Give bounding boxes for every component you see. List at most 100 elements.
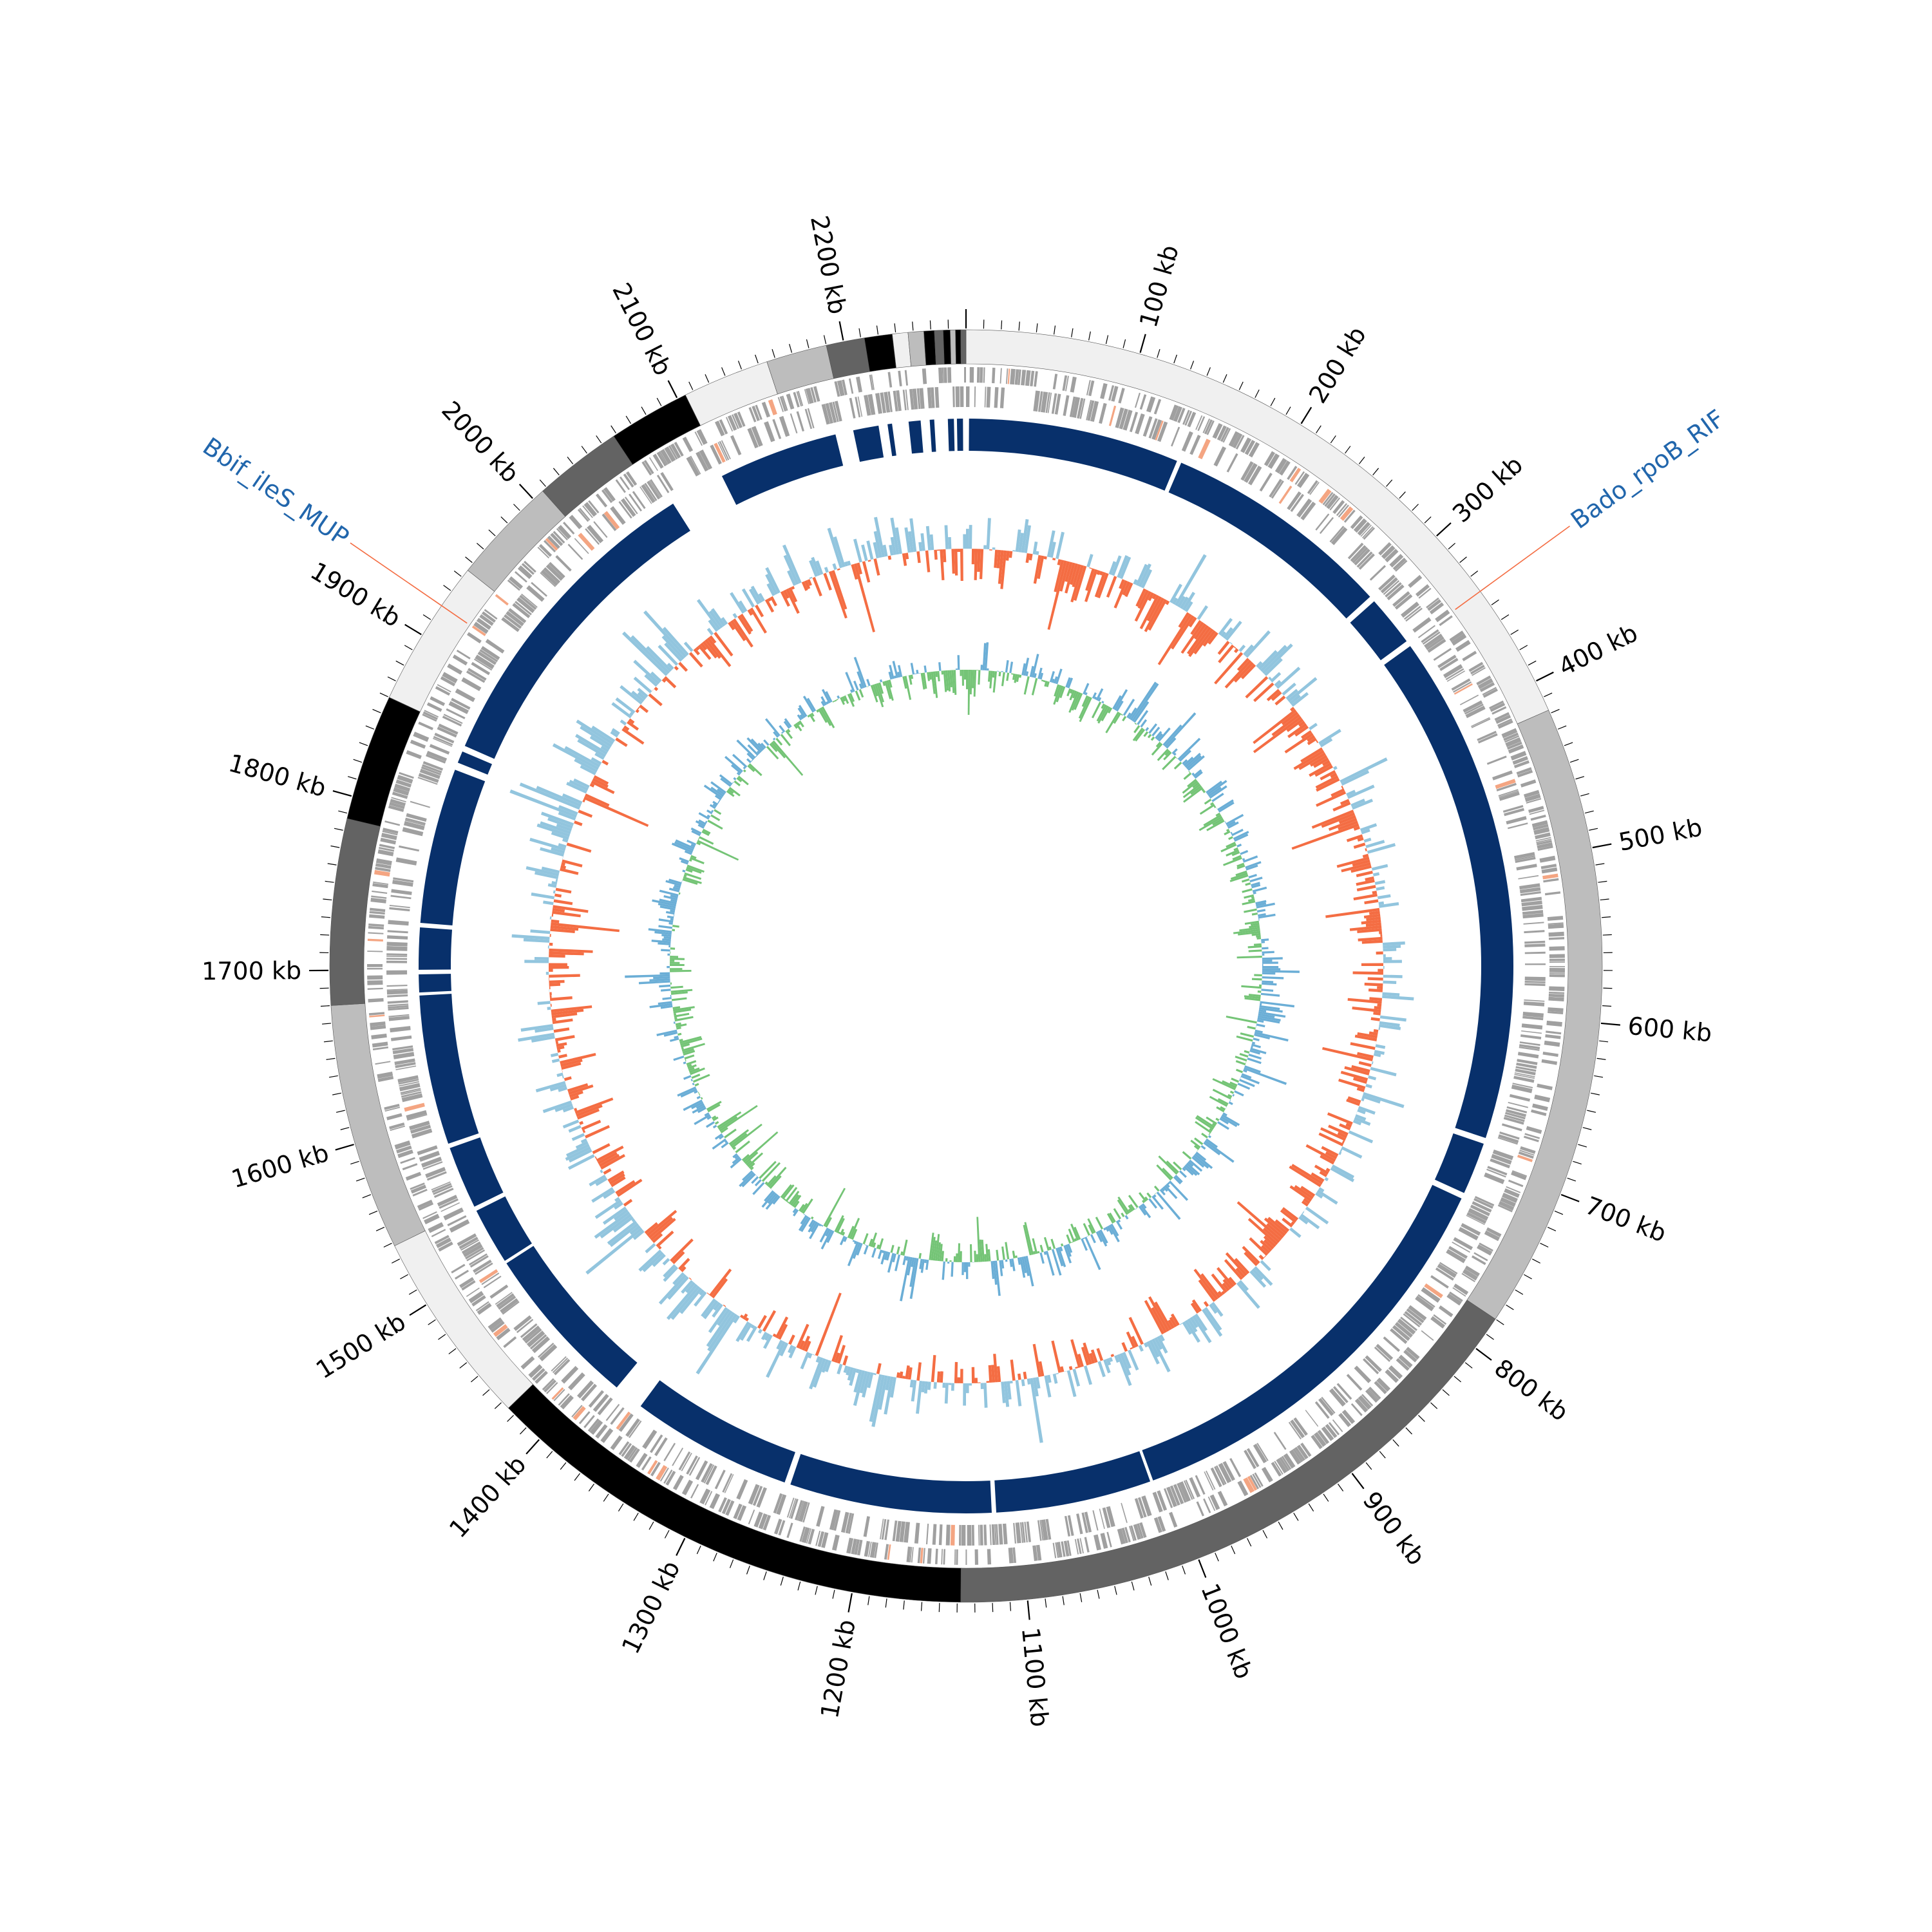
gene-feature bbox=[400, 1157, 415, 1164]
gc-content-bar bbox=[1346, 790, 1356, 797]
gc-content-bar bbox=[1096, 1348, 1104, 1361]
gene-feature bbox=[1267, 453, 1280, 469]
gene-feature bbox=[1474, 1196, 1495, 1207]
gc-skew-bar bbox=[1186, 755, 1202, 770]
gc-skew-bar bbox=[707, 819, 723, 830]
gc-skew-bar bbox=[649, 978, 670, 982]
gene-feature bbox=[465, 1247, 484, 1260]
gene-feature bbox=[1222, 1461, 1235, 1481]
gc-skew-bar bbox=[840, 1228, 844, 1235]
gc-skew-bar bbox=[902, 676, 907, 689]
gc-content-bar bbox=[542, 1100, 573, 1113]
gc-skew-bar bbox=[1067, 1244, 1073, 1253]
gc-content-bar bbox=[1318, 728, 1341, 745]
gc-skew-bar bbox=[1166, 1183, 1170, 1188]
gc-content-bar bbox=[1225, 1252, 1247, 1276]
gc-skew-bar bbox=[1074, 692, 1083, 710]
gc-skew-bar bbox=[717, 801, 719, 804]
gc-skew-bar bbox=[847, 1226, 855, 1238]
gc-content-bar bbox=[1349, 925, 1382, 931]
gc-content-bar bbox=[1305, 1206, 1329, 1225]
gene-feature bbox=[405, 1171, 422, 1181]
gc-content-bar bbox=[951, 1383, 954, 1391]
gene-feature bbox=[473, 1259, 492, 1273]
gene-feature bbox=[1517, 770, 1533, 778]
gc-content-bar bbox=[1374, 1050, 1385, 1055]
minor-tick bbox=[1418, 1415, 1425, 1422]
gene-feature bbox=[884, 1544, 889, 1560]
gc-skew-bar bbox=[1057, 1247, 1066, 1267]
gc-content-bar bbox=[637, 692, 647, 700]
gc-content-bar bbox=[1106, 576, 1117, 598]
gene-feature bbox=[869, 1542, 876, 1558]
gc-skew-bar bbox=[706, 1115, 712, 1120]
gc-skew-bar bbox=[1253, 943, 1262, 946]
gene-feature bbox=[1195, 415, 1203, 430]
gc-skew-bar bbox=[1051, 1249, 1062, 1276]
gc-content-bar bbox=[1311, 810, 1354, 829]
gc-skew-bar bbox=[710, 814, 721, 822]
gc-skew-bar bbox=[681, 880, 683, 883]
gc-skew-bar bbox=[670, 918, 674, 921]
gc-skew-bar bbox=[1236, 1035, 1253, 1042]
minor-tick bbox=[1293, 1512, 1299, 1521]
contig-segment-22 bbox=[955, 329, 961, 365]
gene-feature bbox=[1244, 462, 1258, 483]
gene-feature bbox=[1535, 832, 1551, 840]
gene-feature bbox=[555, 555, 572, 572]
gc-content-bar bbox=[907, 1367, 913, 1380]
gc-content-bar bbox=[1001, 1381, 1006, 1403]
gc-content-bar bbox=[730, 620, 746, 641]
gene-feature bbox=[992, 367, 996, 384]
gc-content-bar bbox=[1354, 1034, 1378, 1041]
gc-content-bar bbox=[1222, 1278, 1233, 1290]
gc-skew-bar bbox=[949, 1260, 952, 1262]
gene-feature bbox=[390, 1035, 412, 1041]
gc-skew-bar bbox=[797, 721, 800, 726]
gene-feature bbox=[1511, 1084, 1533, 1094]
gc-skew-bar bbox=[1251, 884, 1261, 889]
gene-feature bbox=[1387, 584, 1405, 601]
gc-content-bar bbox=[696, 1313, 738, 1375]
gc-skew-bar bbox=[1199, 804, 1215, 815]
gc-content-bar bbox=[1365, 840, 1385, 849]
gc-content-bar bbox=[1198, 1279, 1217, 1302]
gc-skew-bar bbox=[1262, 982, 1277, 986]
gc-skew-bar bbox=[1108, 707, 1113, 714]
gc-content-bar bbox=[616, 1179, 643, 1197]
contig-segment-20 bbox=[943, 329, 952, 365]
minor-tick bbox=[320, 934, 330, 936]
gene-feature bbox=[1406, 1308, 1425, 1323]
gc-skew-bar bbox=[1084, 1236, 1101, 1271]
gc-skew-bar bbox=[1242, 900, 1256, 905]
gc-skew-bar bbox=[1019, 674, 1022, 678]
gene-feature bbox=[587, 1418, 600, 1432]
gc-content-bar bbox=[551, 831, 569, 840]
gene-feature bbox=[503, 1336, 517, 1349]
gc-skew-bar bbox=[1240, 1032, 1255, 1038]
gene-feature bbox=[1350, 515, 1363, 529]
gc-content-bar bbox=[597, 1151, 618, 1165]
gc-content-bar bbox=[611, 1176, 626, 1188]
gene-feature bbox=[1546, 1030, 1562, 1035]
gc-content-bar bbox=[663, 1264, 676, 1278]
gene-feature bbox=[1498, 1134, 1519, 1144]
gene-feature bbox=[1504, 808, 1525, 817]
gene-feature bbox=[1222, 428, 1231, 443]
gc-skew-bar bbox=[651, 940, 671, 943]
gc-skew-bar bbox=[1155, 731, 1162, 739]
gene-feature bbox=[1183, 1480, 1193, 1500]
gc-content-bar bbox=[1204, 1307, 1222, 1331]
gc-skew-bar bbox=[1048, 1246, 1052, 1251]
gene-feature bbox=[548, 562, 565, 578]
gene-feature bbox=[1520, 896, 1542, 903]
gc-skew-bar bbox=[791, 724, 794, 726]
gc-content-bar bbox=[765, 567, 781, 594]
gene-feature bbox=[786, 393, 795, 410]
minor-tick bbox=[1596, 1057, 1606, 1060]
gene-feature bbox=[1356, 551, 1373, 568]
gene-feature bbox=[1061, 1541, 1066, 1557]
gene-feature bbox=[1516, 864, 1537, 871]
gene-feature bbox=[1290, 1419, 1305, 1439]
gene-feature bbox=[1508, 744, 1524, 754]
